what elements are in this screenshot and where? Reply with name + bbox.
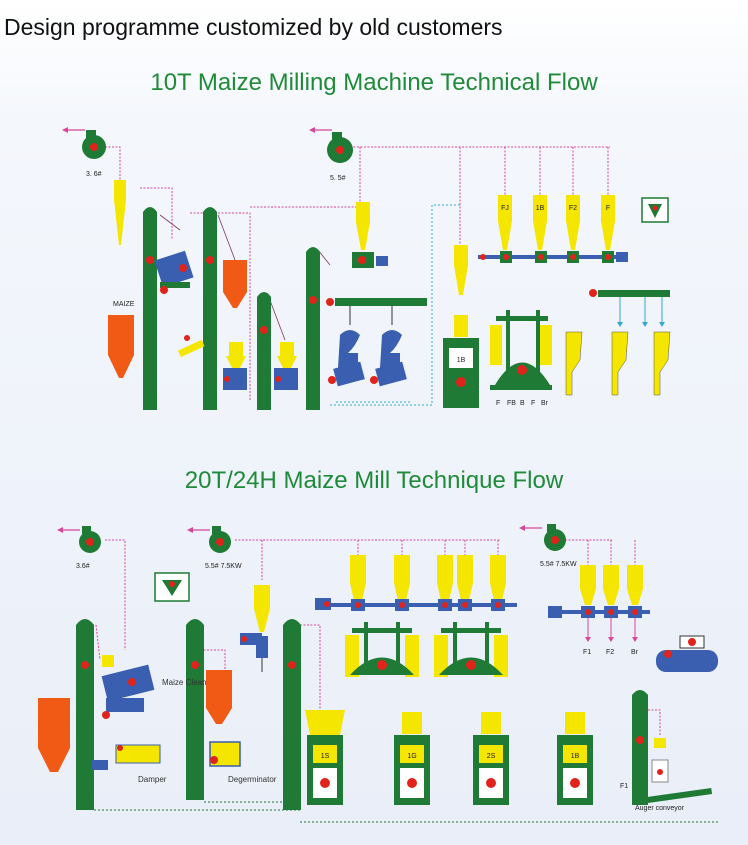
degerminator-label: Degerminator	[228, 775, 277, 784]
output-label: F2	[606, 649, 614, 656]
plansifter: F FB B F Br	[490, 310, 552, 407]
packing-machines	[565, 197, 671, 396]
fan-5-5-b-label: 5.5# 7.5KW	[205, 563, 242, 570]
roller-mill-1s: 1S	[305, 710, 345, 805]
f1-label: F1	[620, 783, 628, 790]
outlet-label: B	[520, 400, 525, 407]
cyclone-label: FJ	[501, 205, 509, 212]
cyclone-small	[114, 180, 126, 245]
mill-label: 1S	[321, 753, 330, 760]
outlet-label: FB	[507, 400, 516, 407]
mill-1b: 1B	[443, 245, 479, 408]
fan-5-5-c-label: 5.5# 7.5KW	[540, 561, 577, 568]
fan-5-5-c: 5.5# 7.5KW	[519, 524, 577, 568]
packer-auger: F1 Auger conveyor	[620, 738, 713, 812]
collection-lines	[94, 801, 720, 823]
fan-3-6-b-label: 3.6#	[76, 563, 90, 570]
cyclone-label: F	[606, 205, 610, 212]
air-compressor	[656, 635, 718, 672]
degerminator-group	[223, 260, 298, 390]
roller-mills: 1S 1G 2S 1B	[305, 710, 593, 805]
flow-title-20t: 20T/24H Maize Mill Technique Flow	[184, 467, 564, 494]
roller-mill-1g: 1G	[394, 712, 430, 805]
fan-3-6: 3. 6#	[62, 127, 106, 178]
fan-3-6-b: 3.6#	[57, 526, 101, 570]
cyclone-conveyor-group	[326, 202, 427, 325]
fan-3-6-label: 3. 6#	[86, 171, 102, 178]
flour-cyclones-2	[315, 555, 517, 611]
page-heading: Design programme customized by old custo…	[4, 14, 503, 40]
roller-mill-2s: 2S	[473, 712, 509, 805]
mill-label: 1G	[407, 753, 416, 760]
air-pipes-2	[95, 539, 661, 735]
fan-5-5-b: 5.5# 7.5KW	[187, 526, 242, 570]
air-pipes	[105, 146, 610, 400]
damper-label: Damper	[138, 775, 167, 784]
maize-label: MAIZE	[113, 301, 135, 308]
maize-cleaner-2: Maize Cleaner	[101, 655, 214, 719]
grinders	[328, 330, 407, 387]
bucket-elevators	[143, 207, 320, 410]
cyclone-label: F2	[569, 205, 577, 212]
flour-cyclones: FJ 1B F2 F	[478, 195, 628, 263]
fan-5-5-label: 5. 5#	[330, 175, 346, 182]
degerminator-2: Degerminator	[206, 670, 277, 784]
mill-1b-label: 1B	[457, 357, 466, 364]
outlet-label: F	[531, 400, 535, 407]
mill-label: 1B	[571, 753, 580, 760]
auger-label: Auger conveyor	[635, 805, 685, 812]
maize-cleaner	[154, 250, 205, 358]
cyclone-separator	[240, 585, 270, 672]
plansifters-2	[345, 622, 508, 677]
output-label: F1	[583, 649, 591, 656]
flow-diagram-20t: 3.6# 5.5# 7.5KW 5.5# 7.5KW	[38, 524, 720, 823]
flow-title-10t: 10T Maize Milling Machine Technical Flow	[150, 69, 598, 96]
raw-maize-hopper	[38, 698, 70, 772]
damper: Damper	[92, 744, 167, 784]
maize-hopper: MAIZE	[108, 301, 135, 378]
return-line	[330, 204, 460, 406]
cyclone-label: 1B	[536, 205, 545, 212]
outlet-label: Br	[541, 400, 549, 407]
bucket-elevators-2	[76, 619, 648, 810]
cleaner-label: Maize Cleaner	[162, 678, 214, 687]
flow-diagram-10t: 3. 6# 5. 5# MAIZE	[62, 127, 671, 410]
roller-mill-1b: 1B	[557, 712, 593, 805]
intake-sorter	[154, 572, 190, 602]
mill-label: 2S	[487, 753, 496, 760]
output-label: Br	[631, 649, 639, 656]
fan-5-5: 5. 5#	[309, 127, 353, 182]
outlet-label: F	[496, 400, 500, 407]
output-cyclones: F1 F2 Br	[548, 565, 650, 656]
